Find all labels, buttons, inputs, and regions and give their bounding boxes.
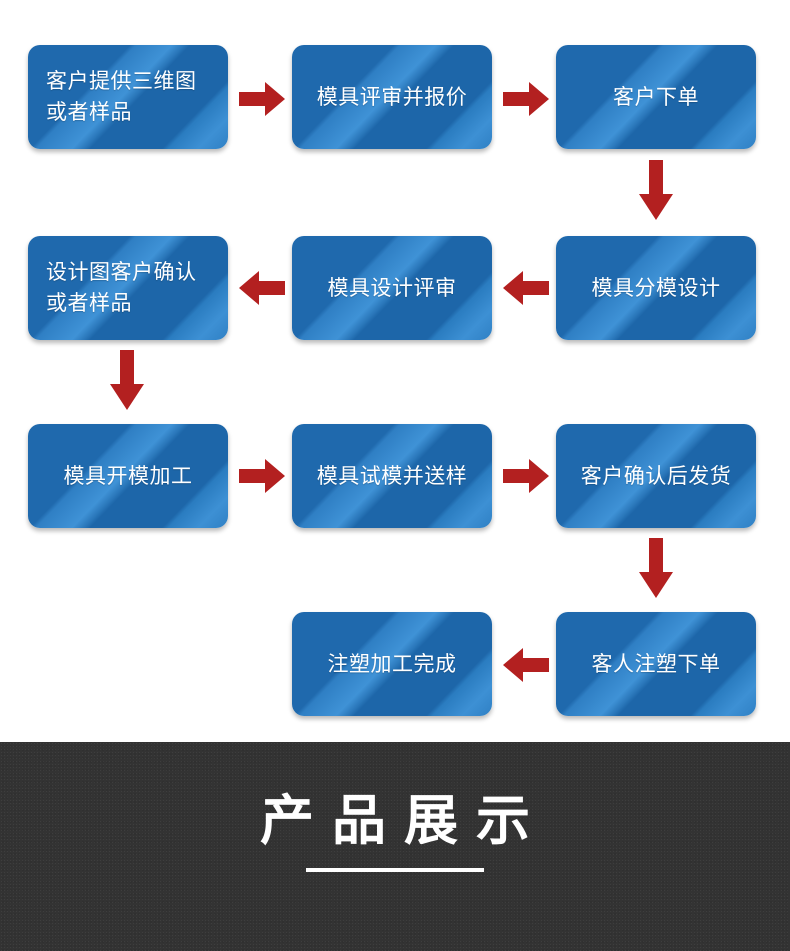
arrow-left-icon: [503, 648, 549, 682]
flow-box-injection-molding-completed: 注塑加工完成: [292, 612, 492, 716]
flow-box-mold-trial-and-sample-delivery: 模具试模并送样: [292, 424, 492, 528]
product-showcase-banner: 产品展示: [0, 742, 790, 951]
arrow-right-icon: [503, 82, 549, 116]
flow-box-ship-after-customer-confirmation: 客户确认后发货: [556, 424, 756, 528]
flow-box-mold-review-and-quotation: 模具评审并报价: [292, 45, 492, 149]
flow-box-label: 客人注塑下单: [591, 652, 721, 676]
flow-box-label: 设计图客户确认或者样品: [46, 261, 197, 315]
flow-box-label: 模具设计评审: [327, 276, 457, 300]
flow-box-label: 模具试模并送样: [316, 464, 468, 488]
flow-box-design-drawing-customer-confirmation: 设计图客户确认或者样品: [28, 236, 228, 340]
flow-box-label: 客户提供三维图或者样品: [46, 70, 197, 124]
flow-box-customer-places-order: 客户下单: [556, 45, 756, 149]
banner-title: 产品展示: [260, 791, 548, 851]
flow-box-mold-parting-design: 模具分模设计: [556, 236, 756, 340]
flow-box-label: 客户确认后发货: [580, 464, 732, 488]
arrow-left-icon: [239, 271, 285, 305]
arrow-down-icon: [639, 160, 673, 220]
arrow-right-icon: [239, 82, 285, 116]
flow-box-label: 注塑加工完成: [327, 652, 457, 676]
arrow-down-icon: [639, 538, 673, 598]
flow-box-label: 客户下单: [613, 85, 699, 109]
flow-box-label: 模具开模加工: [63, 464, 193, 488]
arrow-right-icon: [503, 459, 549, 493]
flow-box-mold-opening-machining: 模具开模加工: [28, 424, 228, 528]
arrow-left-icon: [503, 271, 549, 305]
flow-box-label: 模具评审并报价: [316, 85, 468, 109]
arrow-down-icon: [110, 350, 144, 410]
process-flowchart: 客户提供三维图或者样品 模具评审并报价 客户下单 设计图客户确认或者样品 模具设…: [28, 45, 756, 716]
banner-underline-rule: [306, 868, 484, 872]
arrow-right-icon: [239, 459, 285, 493]
flow-box-mold-design-review: 模具设计评审: [292, 236, 492, 340]
flow-box-customer-injection-order: 客人注塑下单: [556, 612, 756, 716]
flow-box-customer-provides-3d-drawing: 客户提供三维图或者样品: [28, 45, 228, 149]
flow-box-label: 模具分模设计: [591, 276, 721, 300]
